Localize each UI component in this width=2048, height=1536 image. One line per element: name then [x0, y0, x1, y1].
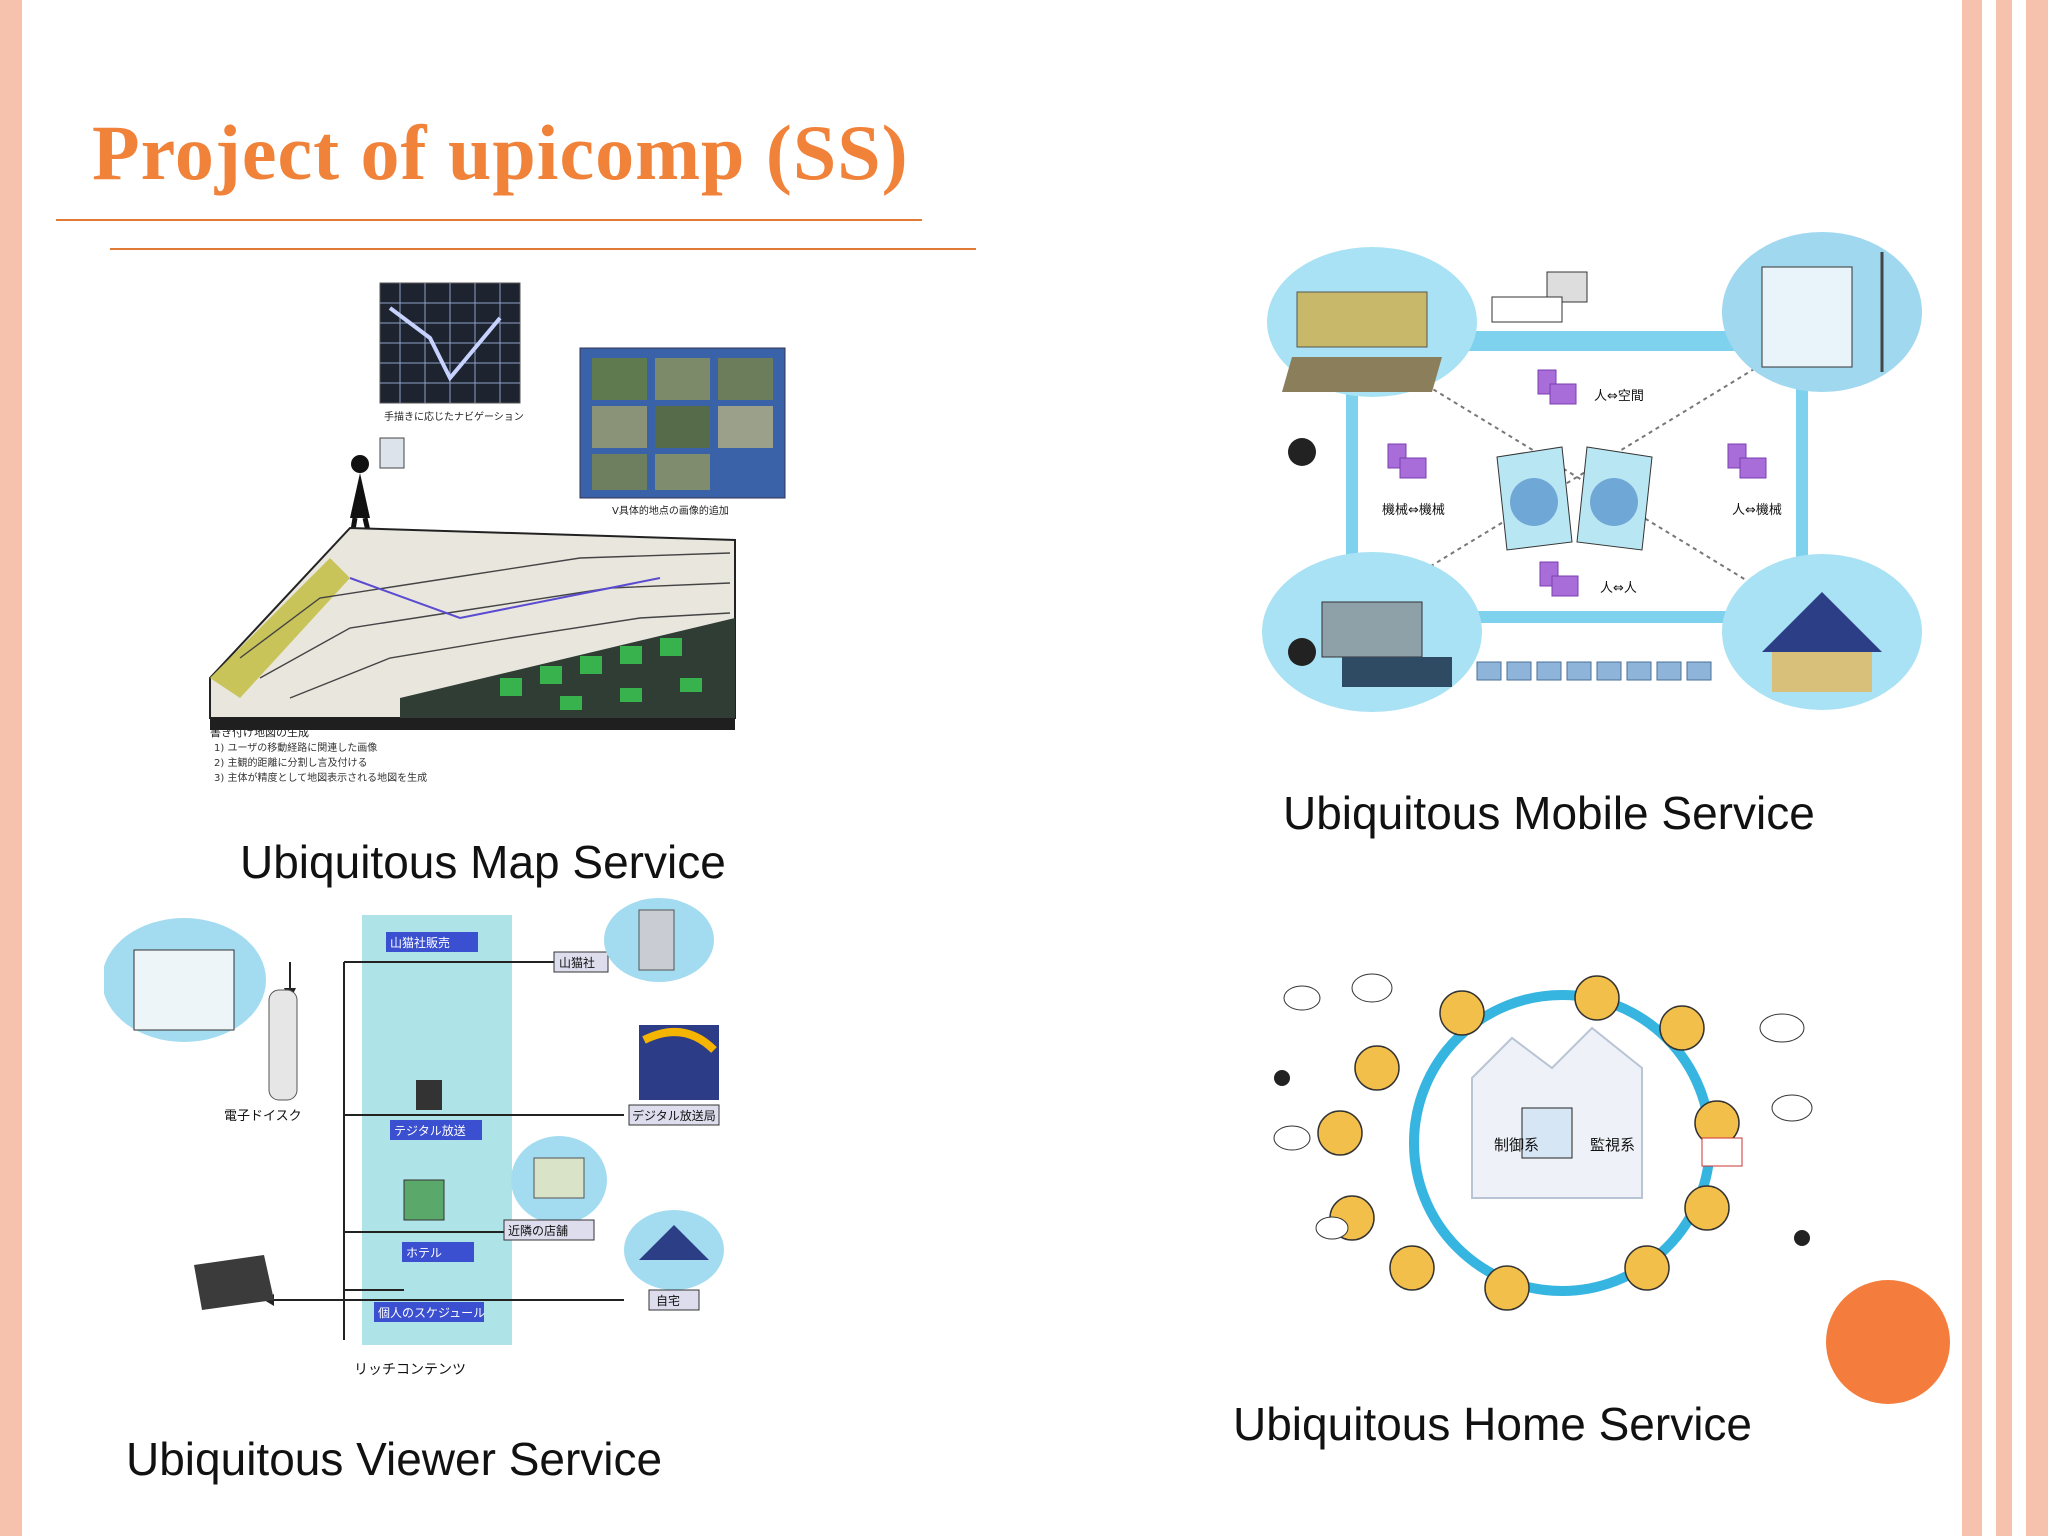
map-label: 3) 主体が精度として地図表示される地図を生成	[214, 771, 427, 784]
map-label: 書き付け地図の生成	[210, 725, 309, 739]
map-label: 2) 主観的距離に分割し言及付ける	[214, 756, 367, 769]
mobile-service-caption: Ubiquitous Mobile Service	[1283, 787, 1815, 839]
viewer-service-illustration: 山猫社販売 テジタル放送 ホテル 個人のスケジュール 山猫社 デジタル放送局 近…	[102, 890, 764, 1390]
slide-border-right	[1962, 0, 1982, 1536]
slide-border-left	[0, 0, 22, 1536]
home-service-illustration: 制御系 監視系	[1262, 958, 1822, 1320]
map-service-illustration: 手描きに応じたナビゲーション V具体的地点の画像的追加 書き付け地図の生成 1)	[200, 278, 790, 788]
viewer-label: 山猫社販売	[390, 935, 450, 950]
title-underline	[56, 219, 922, 221]
viewer-label: ホテル	[406, 1246, 442, 1260]
home-service-caption: Ubiquitous Home Service	[1233, 1398, 1753, 1450]
map-label: 手描きに応じたナビゲーション	[384, 410, 524, 423]
slide-title: Project of upicomp (SS)	[92, 109, 909, 196]
viewer-service-caption: Ubiquitous Viewer Service	[126, 1433, 663, 1485]
viewer-label: 自宅	[656, 1293, 680, 1308]
mobile-label: 人⇔空間	[1594, 389, 1644, 404]
slide-border-right	[1996, 0, 2012, 1536]
viewer-label: デジタル放送局	[632, 1108, 716, 1123]
slide-border-right	[2026, 0, 2048, 1536]
mobile-service-illustration: 人⇔空間 機械⇔機械 人⇔機械 人⇔人	[1262, 232, 1926, 722]
viewer-label: 個人のスケジュール	[378, 1306, 485, 1320]
viewer-label: 近隣の店舗	[508, 1223, 568, 1238]
mobile-label: 人⇔人	[1600, 581, 1637, 596]
home-label: 制御系	[1494, 1136, 1539, 1154]
mobile-label: 人⇔機械	[1732, 503, 1782, 518]
map-label: V具体的地点の画像的追加	[612, 504, 729, 517]
map-label: 1) ユーザの移動経路に関連した画像	[214, 741, 377, 754]
decorative-circle	[1826, 1280, 1950, 1404]
map-service-caption: Ubiquitous Map Service	[240, 836, 726, 888]
viewer-label: リッチコンテンツ	[354, 1362, 466, 1378]
title-underline	[110, 248, 976, 250]
home-label: 監視系	[1590, 1136, 1635, 1154]
mobile-label: 機械⇔機械	[1382, 503, 1445, 518]
viewer-label: テジタル放送	[394, 1123, 466, 1138]
viewer-label: 電子ドイスク	[224, 1109, 302, 1124]
viewer-label: 山猫社	[559, 955, 595, 970]
